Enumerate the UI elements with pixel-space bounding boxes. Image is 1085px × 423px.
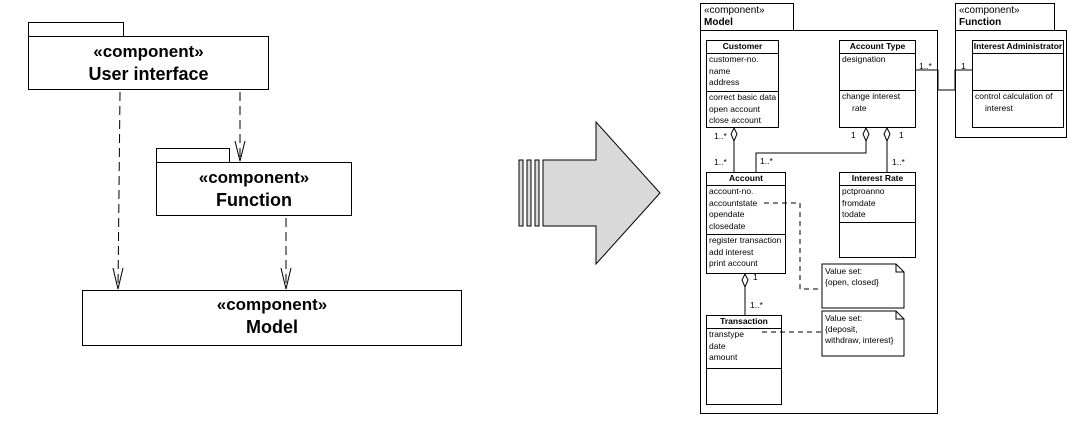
account-attr: accountstate [709,197,758,208]
mult-type-admin-left: 1..* [919,61,932,71]
function-stereotype: «component» [198,168,310,187]
class-transaction-name: Transaction [707,316,781,329]
note-line: {deposit, [825,324,858,334]
mult-rate-many: 1..* [892,157,905,167]
mult-account-transaction-top: 1 [753,272,758,282]
account-op: print account [709,258,758,268]
note-value-set-2: Value set: {deposit, withdraw, interest} [822,311,904,356]
dependency-ui-model-arrowhead [112,267,124,290]
function-package: «component» Function [156,162,352,216]
aggregation-diamond [862,126,870,143]
user-interface-package: «component» User interface [28,36,269,90]
class-interest-rate: Interest Rate pctproanno fromdate todate [839,172,916,258]
interest-rate-attr: todate [842,209,866,219]
user-interface-package-tab [28,22,124,36]
note-value-set-1: Value set: {open, closed} [822,264,904,308]
customer-op: correct basic data [709,92,777,102]
user-interface-name: User interface [88,64,209,84]
transaction-attr: transtype [709,329,744,339]
assoc-type-account [755,128,867,172]
class-account-type-name: Account Type [840,41,915,54]
model-stereotype: «component» [216,295,328,314]
account-attr: opendate [709,209,745,219]
interest-admin-op: control calculation of [975,91,1053,101]
dependency-ui-model [117,91,121,290]
class-interest-administrator: Interest Administrator control calculati… [972,40,1064,128]
transition-arrow [518,120,661,266]
note-line: withdraw, interest} [825,335,894,345]
interest-rate-attr: pctproanno [842,186,885,196]
function-name: Function [216,190,292,210]
customer-op: close account [709,115,761,125]
note-line: Value set: [825,266,863,276]
aggregation-diamond [730,126,738,143]
account-attr: account-no. [709,186,754,196]
class-account-type: Account Type designation change interest… [839,40,916,128]
class-interest-admin-name: Interest Administrator [973,41,1063,54]
arrow-stripe [526,159,532,227]
model-package: «component» Model [82,290,462,346]
mult-type-admin-right: 1 [961,61,966,71]
model-component-tab: «component» Model [700,3,794,31]
class-account: Account account-no. accountstate opendat… [706,172,786,274]
arrow-body [542,120,661,266]
customer-attr: name [709,65,731,76]
account-op: add interest [709,246,754,257]
user-interface-stereotype: «component» [93,42,204,61]
class-transaction: Transaction transtype date amount [706,315,782,405]
mult-type-account: 1..* [760,156,773,166]
note-anchor-1 [764,202,822,290]
function-component-stereotype: «component» [959,5,1020,16]
mult-type-at: 1 [851,130,856,140]
note-shape-2 [821,310,905,357]
arrow-stripe [534,159,540,227]
class-account-name: Account [707,173,785,186]
customer-attr: customer-no. [709,54,759,64]
note-line: {open, closed} [825,277,879,287]
model-component-stereotype: «component» [704,5,765,16]
function-component-name: Function [959,17,1002,28]
account-type-attr: designation [842,54,886,64]
aggregation-diamond [883,126,891,143]
account-attr: closedate [709,220,746,231]
mult-type-rate: 1 [899,130,904,140]
function-component-tab: «component» Function [955,3,1055,31]
function-package-tab [156,148,230,162]
customer-op: open account [709,103,761,114]
transaction-attr: date [709,340,726,351]
account-op: register transaction [709,235,782,245]
dependency-ui-function-arrowhead [234,140,246,162]
class-customer-name: Customer [707,41,778,54]
model-component-name: Model [704,17,733,28]
mult-account-transaction-bottom: 1..* [750,300,763,310]
account-type-op: rate [852,102,867,113]
assoc-type-admin [916,69,972,91]
interest-rate-attr: fromdate [842,197,876,208]
account-type-op: change interest [842,91,901,101]
class-customer: Customer customer-no. name address corre… [706,40,779,128]
arrow-stripe [518,159,524,227]
customer-attr: address [709,77,740,87]
model-name: Model [246,317,298,337]
aggregation-diamond [741,272,749,289]
mult-customer-account-top: 1..* [714,131,727,141]
note-fold-1 [895,264,904,273]
note-shape-1 [821,263,905,309]
dependency-function-model-arrowhead [280,267,292,290]
mult-customer-account-bottom: 1..* [714,157,727,167]
note-fold-2 [895,311,904,320]
class-interest-rate-name: Interest Rate [840,173,915,186]
interest-admin-op: interest [985,102,1013,113]
note-line: Value set: [825,313,863,323]
transaction-attr: amount [709,352,738,362]
